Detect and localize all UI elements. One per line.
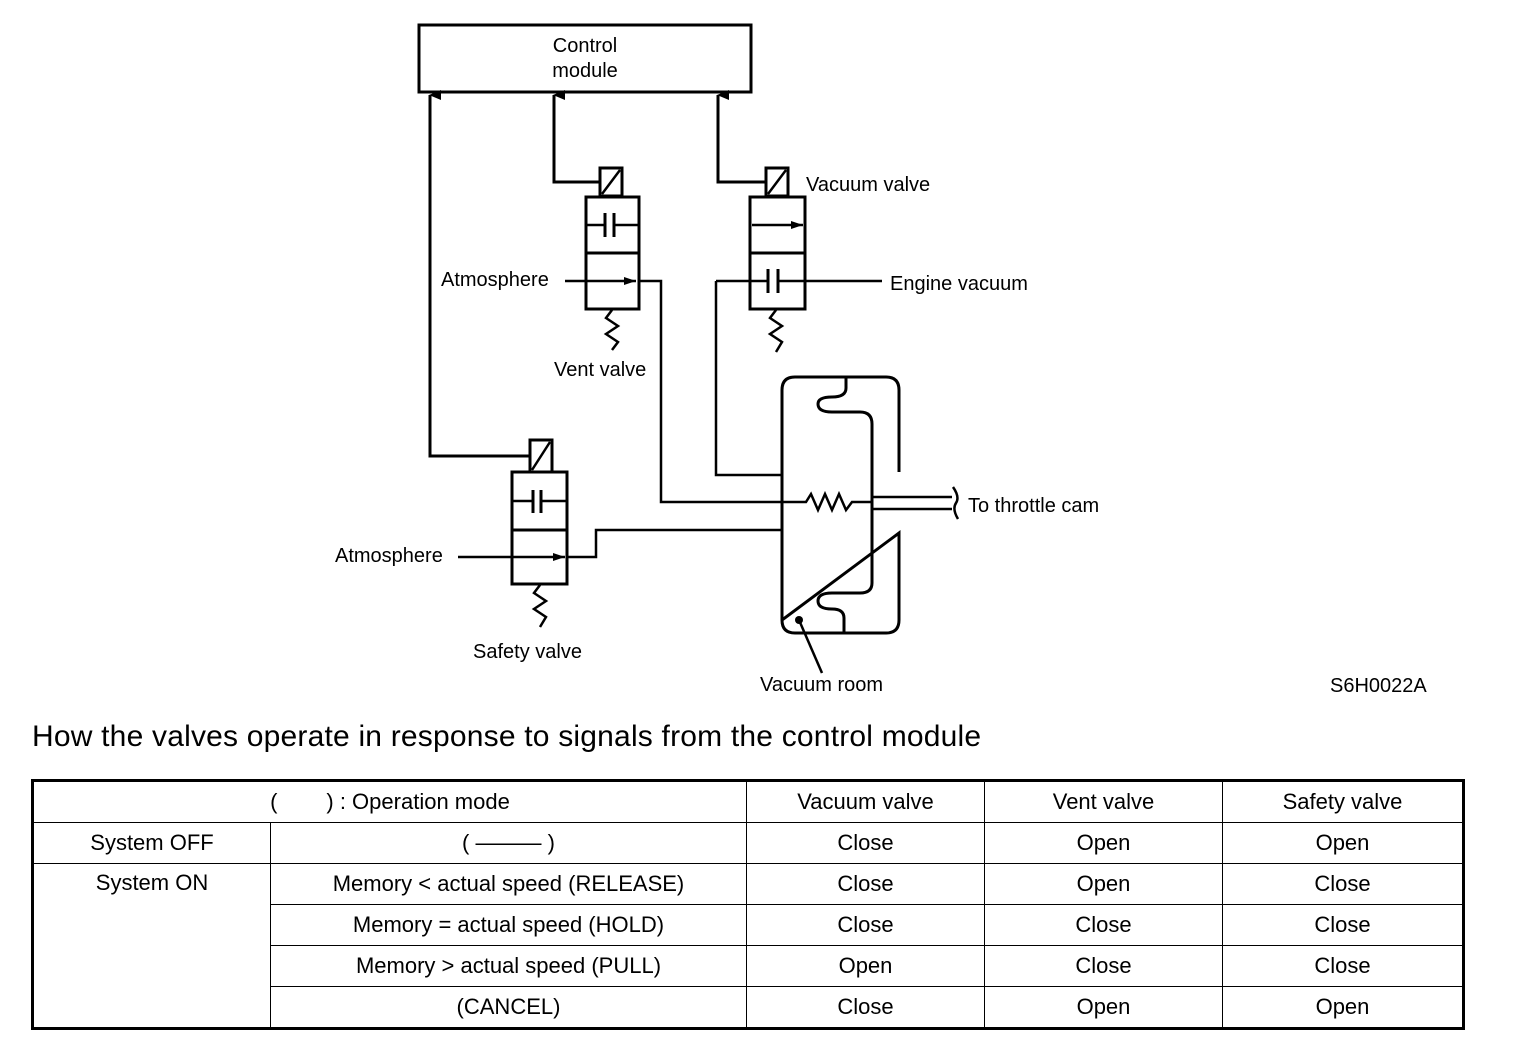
safety-atmosphere-label: Atmosphere <box>335 545 443 567</box>
cruise-control-diagram: Control module Atmosphere Vent valve <box>335 23 1427 697</box>
safety-valve-state: Open <box>1222 822 1464 864</box>
table-header-row: ( ) : Operation mode Vacuum valve Vent v… <box>32 780 1464 823</box>
safety-valve-label: Safety valve <box>473 641 582 663</box>
table-row: (CANCEL) Close Open Open <box>33 986 1464 1029</box>
safety-valve-state: Close <box>1222 945 1464 987</box>
valve-operation-table: ( ) : Operation mode Vacuum valve Vent v… <box>31 779 1465 1030</box>
header-vacuum-valve: Vacuum valve <box>746 780 985 823</box>
table-caption: How the valves operate in response to si… <box>32 720 982 753</box>
vacuum-valve-state: Close <box>746 863 985 905</box>
control-module: Control module <box>417 23 753 94</box>
safety-valve-state: Close <box>1222 904 1464 946</box>
header-vent-valve: Vent valve <box>984 780 1223 823</box>
piping <box>567 279 782 559</box>
safety-valve: Atmosphere Safety valve <box>335 438 582 663</box>
vacuum-valve: Vacuum valve Engine vacuum <box>716 166 1028 353</box>
signal-lines <box>428 90 766 458</box>
spring-icon <box>782 490 872 514</box>
spring-icon <box>767 309 785 353</box>
vacuum-valve-state: Open <box>746 945 985 987</box>
vent-valve-state: Open <box>984 986 1223 1029</box>
vacuum-valve-label: Vacuum valve <box>806 174 930 196</box>
table-row: Memory > actual speed (PULL) Open Close … <box>33 945 1464 987</box>
operation-mode: Memory < actual speed (RELEASE) <box>270 863 747 905</box>
system-state: System OFF <box>32 822 271 864</box>
vent-valve-label: Vent valve <box>554 359 646 381</box>
spring-icon <box>531 584 549 628</box>
table-row: Memory = actual speed (HOLD) Close Close… <box>33 904 1464 946</box>
operation-mode: Memory > actual speed (PULL) <box>270 945 747 987</box>
header-operation-mode: ( ) : Operation mode <box>32 780 747 823</box>
safety-valve-state: Open <box>1222 986 1464 1029</box>
system-state: System ON <box>32 863 271 1029</box>
operation-mode: Memory = actual speed (HOLD) <box>270 904 747 946</box>
control-module-line2: module <box>552 60 618 82</box>
to-throttle-cam-label: To throttle cam <box>968 495 1099 517</box>
vacuum-room-label: Vacuum room <box>760 674 883 696</box>
table-row: System OFF ( ——— ) Close Open Open <box>32 822 1464 864</box>
table-row: System ON Memory < actual speed (RELEASE… <box>32 863 1464 1029</box>
vent-valve: Atmosphere Vent valve <box>441 166 646 381</box>
vacuum-actuator: To throttle cam Vacuum room <box>760 375 1099 696</box>
vacuum-valve-state: Close <box>746 986 985 1029</box>
vacuum-valve-state: Close <box>746 822 985 864</box>
spring-icon <box>603 309 621 351</box>
vacuum-valve-state: Close <box>746 904 985 946</box>
vent-atmosphere-label: Atmosphere <box>441 269 549 291</box>
control-module-line1: Control <box>553 35 617 57</box>
safety-valve-state: Close <box>1222 863 1464 905</box>
vent-valve-state: Close <box>984 904 1223 946</box>
vent-valve-state: Open <box>984 863 1223 905</box>
engine-vacuum-label: Engine vacuum <box>890 273 1028 295</box>
vent-valve-state: Close <box>984 945 1223 987</box>
vent-valve-state: Open <box>984 822 1223 864</box>
figure-code: S6H0022A <box>1330 675 1427 697</box>
header-safety-valve: Safety valve <box>1222 780 1464 823</box>
operation-mode: (CANCEL) <box>270 986 747 1029</box>
operation-mode: ( ——— ) <box>270 822 747 864</box>
